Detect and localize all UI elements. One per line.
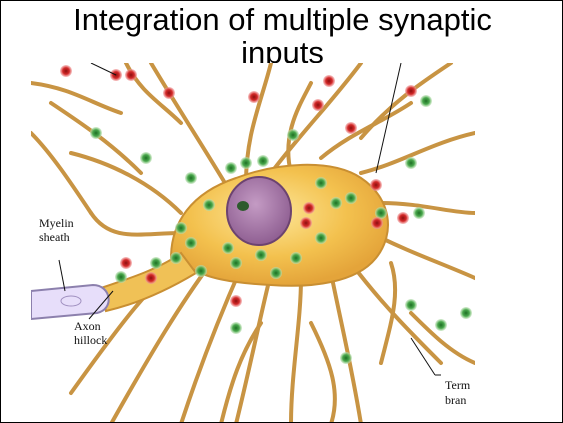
axon-label-line-2: hillock — [74, 333, 107, 347]
myelin-label-line-2: sheath — [39, 230, 70, 244]
myelin-sheath — [31, 285, 109, 319]
slide-title: Integration of multiple synaptic inputs — [1, 3, 563, 63]
neuron-svg: Myelin sheath Axon hillock Term bran — [31, 63, 475, 423]
neuron-illustration: Myelin sheath Axon hillock Term bran — [31, 63, 475, 423]
terminal-label-line-1: Term — [445, 378, 471, 392]
nucleus — [227, 177, 291, 245]
myelin-label-line-1: Myelin — [39, 216, 74, 230]
terminal-label-line-2: bran — [445, 393, 466, 407]
axon-label-line-1: Axon — [74, 319, 101, 333]
title-line-1: Integration of multiple synaptic — [73, 2, 492, 37]
